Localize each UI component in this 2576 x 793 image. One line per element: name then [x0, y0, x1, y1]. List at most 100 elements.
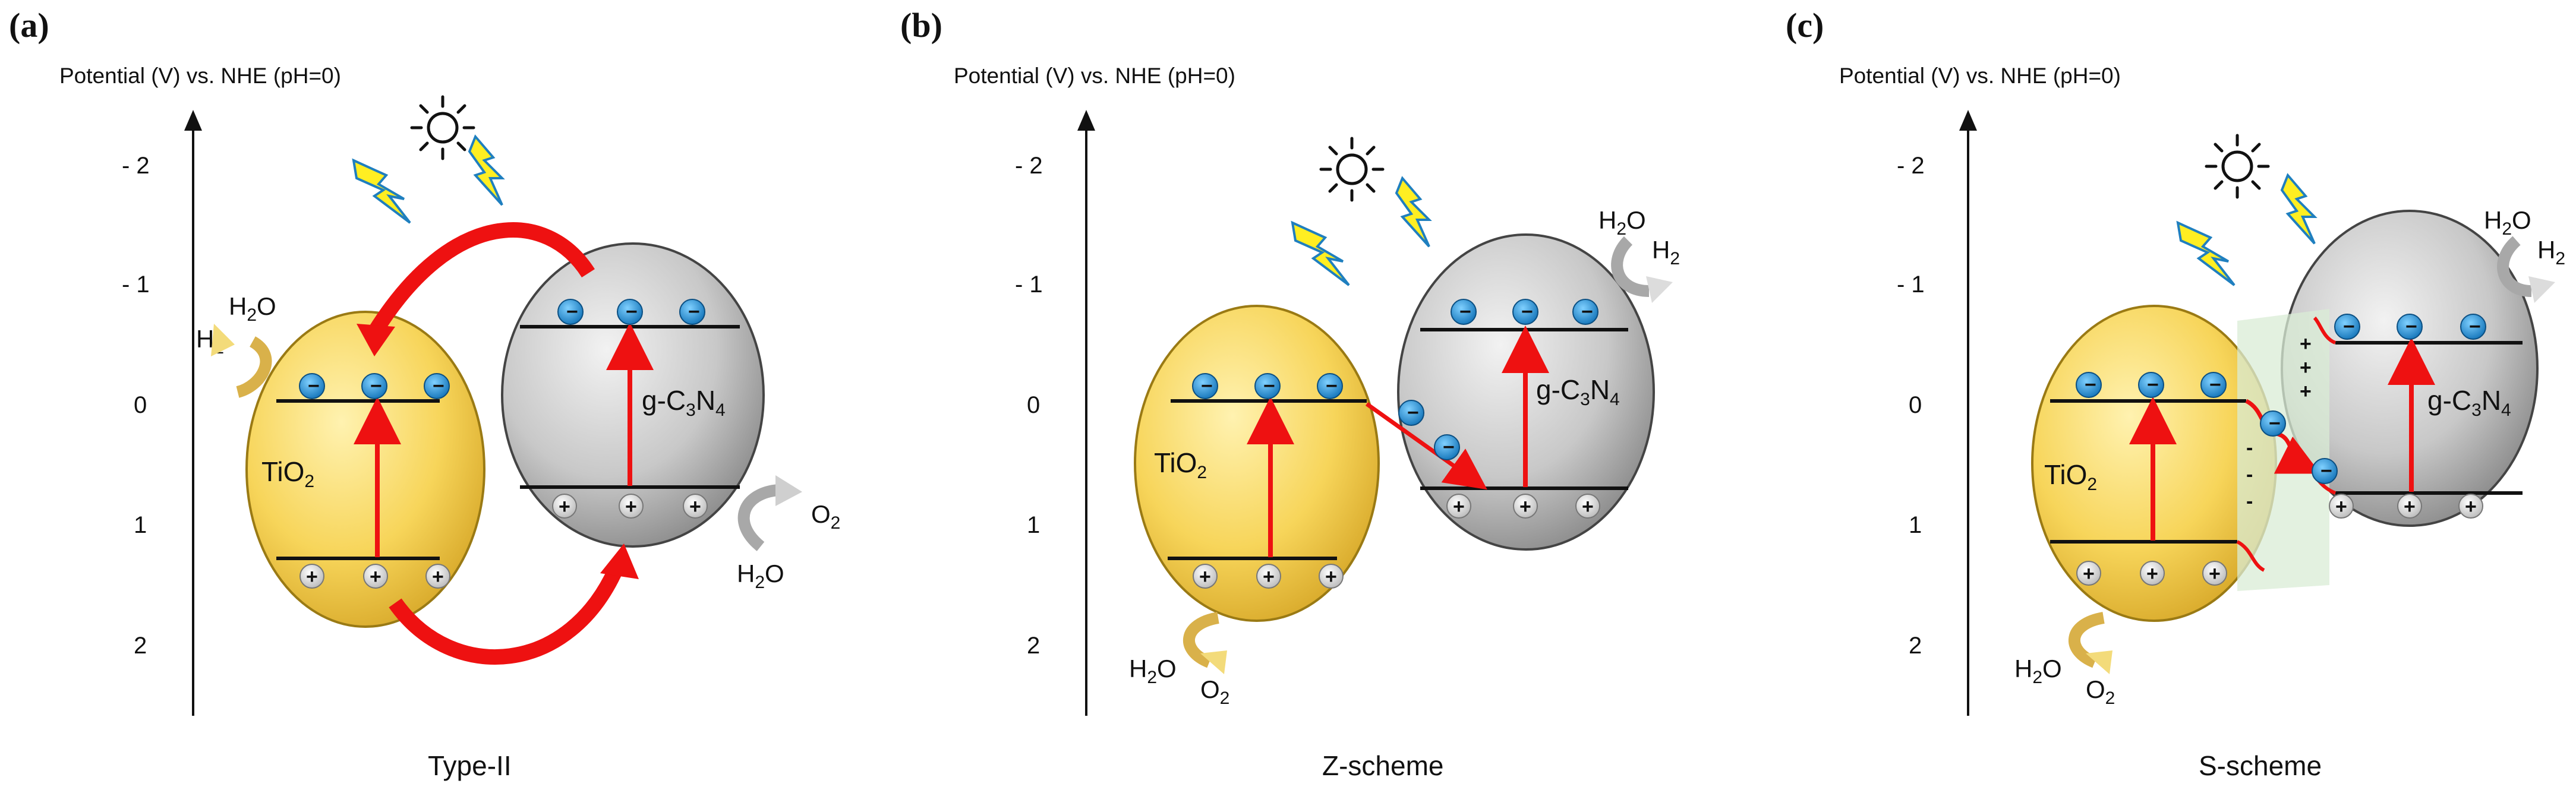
- panel-label-a: (a): [9, 6, 49, 45]
- electron-sign: −: [433, 375, 444, 397]
- electron: [1317, 373, 1343, 399]
- electron: [424, 373, 450, 399]
- lightning-bolt-icon: [2280, 173, 2318, 245]
- electron: [557, 299, 584, 325]
- electron: [1512, 299, 1538, 325]
- electron-sign: −: [2343, 315, 2355, 338]
- hole: [619, 494, 644, 519]
- reaction-arrow-o2: [737, 484, 780, 551]
- arrowhead: [2528, 276, 2555, 303]
- electron: [617, 299, 643, 325]
- electrons-a: − − − − − −: [299, 299, 705, 399]
- hole-sign: +: [2404, 495, 2416, 518]
- hole: [1575, 494, 1600, 519]
- electron: [361, 373, 387, 399]
- sun-icon: [1319, 137, 1385, 202]
- axis-arrowhead-a: [184, 110, 202, 131]
- hole: [683, 494, 708, 519]
- hole-sign: +: [2209, 563, 2221, 585]
- arrowhead: [357, 324, 395, 356]
- tick-label: - 1: [122, 271, 150, 298]
- electron-sign: −: [2147, 374, 2159, 396]
- electron-sign: −: [1521, 301, 1533, 323]
- electron: [2334, 314, 2360, 340]
- electron: [1254, 373, 1281, 399]
- electron-transfer-arrow-a: [367, 222, 595, 337]
- hole-sign: +: [2146, 563, 2158, 585]
- reaction-arrow-o2: [1183, 612, 1220, 668]
- h2o-label: H2O: [229, 292, 276, 325]
- caption-c: S-scheme: [2199, 750, 2322, 781]
- arrowhead: [2086, 650, 2112, 674]
- electron: [1451, 299, 1477, 325]
- axis-arrowhead-c: [1959, 110, 1977, 131]
- axis-arrowhead-b: [1077, 110, 1095, 131]
- tick-label: 0: [1027, 392, 1040, 418]
- gcn-label-a: g-C3N4: [642, 385, 726, 420]
- axis-title-a: Potential (V) vs. NHE (pH=0): [59, 64, 341, 88]
- arrowhead: [1200, 650, 1227, 674]
- hole-transfer-arrow-a: [389, 561, 625, 665]
- panel-a: (a) Potential (V) vs. NHE (pH=0) - 2 - 1…: [9, 6, 840, 781]
- holes-c: + + + + + +: [2076, 494, 2483, 586]
- electron-sign: −: [1201, 375, 1213, 397]
- lightning-bolt-icon: [1291, 220, 1350, 286]
- hole: [552, 494, 577, 519]
- hole: [2329, 494, 2354, 519]
- sun-icon: [2205, 134, 2270, 199]
- electron-sign: −: [2269, 412, 2281, 435]
- electron-sign: −: [1443, 436, 1455, 459]
- hole-sign: +: [1453, 495, 1465, 518]
- hole-sign: +: [2335, 495, 2347, 518]
- arrowhead: [600, 544, 639, 579]
- electron: [2260, 410, 2286, 437]
- hole-sign: +: [306, 565, 318, 588]
- tick-label: 1: [1027, 512, 1040, 538]
- electron: [2138, 372, 2164, 398]
- hole: [363, 564, 388, 589]
- lightning-bolt-icon: [1395, 176, 1432, 248]
- hole: [2397, 494, 2422, 519]
- arrowhead: [775, 475, 802, 506]
- tick-label: 2: [1027, 633, 1040, 659]
- z-scheme-transfer-arrow: [1365, 402, 1487, 490]
- interface-plus: +: [2300, 380, 2312, 403]
- electron-sign: −: [2320, 460, 2332, 482]
- electron-sign: −: [308, 375, 320, 397]
- tick-label: - 1: [1897, 271, 1925, 298]
- hole: [2140, 561, 2165, 586]
- tick-label: - 2: [1015, 153, 1043, 179]
- hole-sign: +: [1519, 495, 1531, 518]
- h2o-label: H2O: [2014, 655, 2062, 687]
- lightning-bolt-icon: [352, 158, 411, 224]
- tio2-label-b: TiO2: [1154, 447, 1207, 482]
- arrowhead: [1646, 276, 1673, 303]
- h2o-label: H2O: [1129, 655, 1177, 687]
- hole-sign: +: [559, 495, 570, 518]
- electron-sign: −: [2405, 315, 2417, 338]
- tio2-label-a: TiO2: [261, 456, 314, 491]
- hole: [1256, 564, 1281, 589]
- sun-icon: [410, 95, 475, 160]
- electron-sign: −: [1263, 375, 1275, 397]
- hole-sign: +: [370, 565, 381, 588]
- electrons-b: − − − − − − − −: [1192, 299, 1598, 460]
- gcn-label-b: g-C3N4: [1536, 374, 1620, 409]
- interface-minus: -: [2246, 490, 2253, 513]
- o2-label: O2: [811, 500, 840, 533]
- tick-labels-c: - 2 - 1 0 1 2: [1897, 153, 1925, 659]
- electron-sign: −: [1326, 375, 1338, 397]
- hole: [1446, 494, 1471, 519]
- interface-plus: +: [2300, 356, 2312, 379]
- hole-sign: +: [689, 495, 701, 518]
- interface-minus: -: [2246, 437, 2253, 459]
- panel-label-b: (b): [900, 6, 942, 45]
- o2-label: O2: [1200, 675, 1229, 708]
- hole: [1193, 564, 1218, 589]
- electron-sign: −: [2209, 374, 2221, 396]
- reaction-arrow-o2: [2068, 612, 2105, 668]
- electron-sign: −: [566, 301, 578, 323]
- hole: [299, 564, 324, 589]
- panel-c: (c) Potential (V) vs. NHE (pH=0) - 2 - 1…: [1786, 6, 2565, 781]
